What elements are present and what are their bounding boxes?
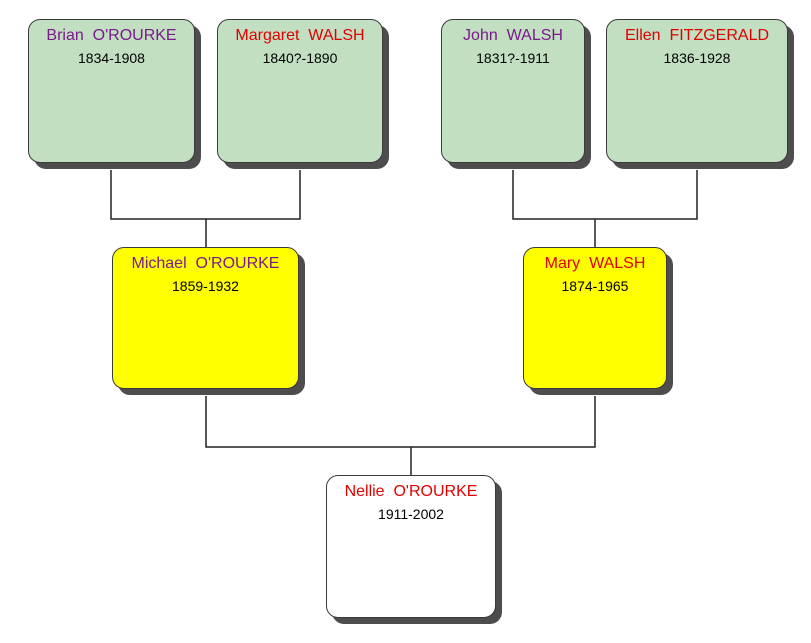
person-margaret-walsh[interactable]: Margaret WALSH 1840?-1890 [217, 19, 383, 163]
person-michael-orourke[interactable]: Michael O'ROURKE 1859-1932 [112, 247, 299, 389]
person-name: Michael O'ROURKE [131, 255, 280, 272]
person-john-walsh[interactable]: John WALSH 1831?-1911 [441, 19, 585, 163]
person-name: Margaret WALSH [235, 27, 365, 44]
person-dates: 1840?-1890 [262, 50, 338, 66]
person-name: Brian O'ROURKE [46, 27, 177, 44]
person-mary-walsh[interactable]: Mary WALSH 1874-1965 [523, 247, 667, 389]
person-name: Ellen FITZGERALD [624, 27, 770, 44]
person-dates: 1831?-1911 [476, 50, 550, 66]
person-dates: 1836-1928 [663, 50, 731, 66]
person-dates: 1874-1965 [561, 278, 629, 294]
connector-brian-margaret [110, 170, 301, 220]
person-name: John WALSH [463, 27, 563, 44]
connector-john-ellen [512, 170, 698, 220]
person-dates: 1859-1932 [172, 278, 239, 294]
person-nellie-orourke[interactable]: Nellie O'ROURKE 1911-2002 [326, 475, 496, 618]
connector-michael-mary [205, 396, 596, 448]
person-dates: 1834-1908 [78, 50, 145, 66]
person-ellen-fitzgerald[interactable]: Ellen FITZGERALD 1836-1928 [606, 19, 788, 163]
person-brian-orourke[interactable]: Brian O'ROURKE 1834-1908 [28, 19, 195, 163]
person-dates: 1911-2002 [378, 506, 444, 522]
person-name: Nellie O'ROURKE [344, 483, 478, 500]
person-name: Mary WALSH [544, 255, 646, 272]
